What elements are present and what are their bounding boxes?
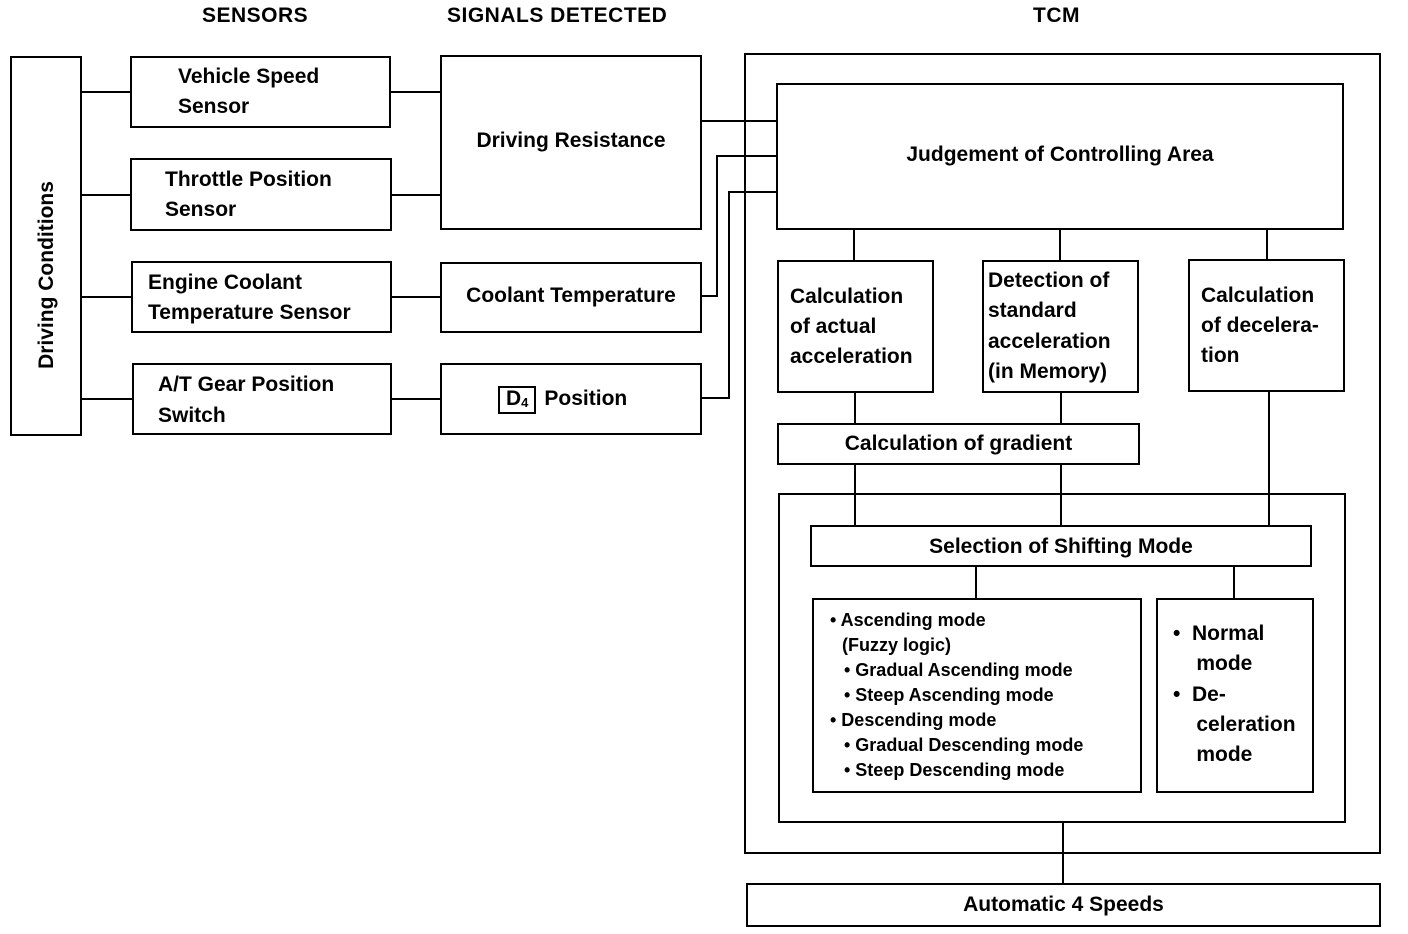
connector-dc-tps	[82, 194, 130, 196]
fuzzy-modes-list: • Ascending mode (Fuzzy logic) • Gradual…	[830, 608, 1083, 783]
connector-d4-judgement-v	[728, 191, 730, 399]
calc-actual-line2: of actual	[790, 315, 877, 338]
connector-selection-fuzzy	[975, 567, 977, 598]
normal-mode-line1: • Normal	[1173, 622, 1265, 645]
connector-dc-gear	[82, 398, 132, 400]
calc-actual-line1: Calculation	[790, 285, 904, 308]
connector-dr-judgement	[702, 120, 777, 122]
mode-gradual-descending: • Gradual Descending mode	[844, 735, 1084, 755]
gear-position-switch-line1: A/T Gear Position	[158, 373, 335, 396]
driving-resistance-box	[440, 55, 702, 230]
connector-judgement-decel	[1266, 230, 1268, 261]
fuzzy-modes-box	[812, 598, 1142, 793]
calc-decel-box	[1188, 259, 1345, 392]
shifting-mode-group-box	[778, 493, 1346, 823]
detect-standard-box	[982, 260, 1139, 393]
detect-standard-line3: acceleration	[988, 330, 1111, 353]
connector-selection-normal	[1233, 567, 1235, 598]
normal-decel-modes-box	[1156, 598, 1314, 793]
tcm-header: TCM	[1033, 4, 1080, 27]
mode-steep-ascending: • Steep Ascending mode	[844, 685, 1054, 705]
position-text: Position	[544, 387, 628, 410]
connector-vss-dr	[391, 91, 440, 93]
calc-decel-line1: Calculation	[1201, 284, 1315, 307]
connector-judgement-actual	[853, 230, 855, 261]
d4-indicator-icon: D4	[498, 386, 537, 414]
output-label: Automatic 4 Speeds	[963, 893, 1164, 916]
connector-gradient-selection-right	[1060, 465, 1062, 525]
selection-box	[810, 525, 1312, 567]
decel-mode-line2: celeration	[1173, 713, 1296, 736]
throttle-position-sensor-line2: Sensor	[165, 198, 237, 221]
decel-mode-line1: • De-	[1173, 683, 1226, 706]
signals-detected-header: SIGNALS DETECTED	[447, 4, 668, 27]
calc-decel-line2: of decelera-	[1201, 314, 1319, 337]
connector-dc-ect	[82, 296, 131, 298]
engine-coolant-sensor-line1: Engine Coolant	[148, 271, 302, 294]
detect-standard-line1: Detection of	[988, 269, 1110, 292]
vehicle-speed-sensor-line2: Sensor	[178, 95, 250, 118]
throttle-position-sensor-box	[130, 158, 392, 231]
calc-decel-line3: tion	[1201, 344, 1240, 367]
gear-position-switch-box	[132, 363, 392, 435]
output-box	[746, 883, 1381, 927]
gear-position-switch-line2: Switch	[158, 404, 226, 427]
detect-standard-line4: (in Memory)	[988, 360, 1108, 383]
gradient-label: Calculation of gradient	[844, 432, 1073, 455]
throttle-position-sensor-line1: Throttle Position	[165, 168, 332, 191]
vehicle-speed-sensor-line1: Vehicle Speed	[178, 65, 320, 88]
calc-actual-box	[777, 260, 934, 393]
judgement-label: Judgement of Controlling Area	[906, 143, 1214, 166]
sensors-header: SENSORS	[202, 4, 309, 27]
connector-gear-d4	[392, 398, 440, 400]
connector-gradient-selection-left	[854, 465, 856, 525]
decel-mode-line3: mode	[1173, 743, 1253, 766]
judgement-box	[776, 83, 1344, 230]
connector-decel-selection	[1268, 392, 1270, 525]
connector-tcm-output	[1062, 823, 1064, 883]
connector-ct-judgement-v	[716, 155, 718, 297]
coolant-temperature-label: Coolant Temperature	[466, 284, 676, 307]
connector-ct-judgement-h2	[716, 155, 777, 157]
selection-label: Selection of Shifting Mode	[929, 535, 1193, 558]
mode-steep-descending: • Steep Descending mode	[844, 760, 1065, 780]
driving-resistance-label: Driving Resistance	[476, 129, 666, 152]
connector-actual-gradient	[854, 393, 856, 424]
coolant-temperature-box	[440, 262, 702, 333]
normal-mode-line2: mode	[1173, 652, 1253, 675]
detect-standard-line2: standard	[988, 299, 1077, 322]
d4-position-label: D4 Position	[498, 384, 627, 414]
connector-judgement-standard	[1059, 230, 1061, 261]
driving-conditions-box	[10, 56, 82, 436]
calc-actual-line3: acceleration	[790, 345, 913, 368]
connector-d4-judgement-h1	[702, 397, 730, 399]
mode-fuzzy-logic: (Fuzzy logic)	[842, 635, 951, 655]
connector-dc-vss	[82, 91, 130, 93]
connector-ct-judgement-h1	[702, 295, 718, 297]
mode-ascending: • Ascending mode	[830, 610, 986, 630]
mode-gradual-ascending: • Gradual Ascending mode	[844, 660, 1073, 680]
engine-coolant-sensor-line2: Temperature Sensor	[148, 301, 351, 324]
d4-position-box	[440, 363, 702, 435]
connector-d4-judgement-h2	[728, 191, 777, 193]
mode-descending: • Descending mode	[830, 710, 997, 730]
connector-standard-gradient	[1060, 393, 1062, 424]
connector-ect-ct	[392, 296, 440, 298]
driving-conditions-label: Driving Conditions	[35, 181, 58, 369]
vehicle-speed-sensor-box	[130, 56, 391, 128]
engine-coolant-sensor-box	[131, 261, 392, 333]
gradient-box	[777, 423, 1140, 465]
connector-tps-dr	[392, 194, 440, 196]
